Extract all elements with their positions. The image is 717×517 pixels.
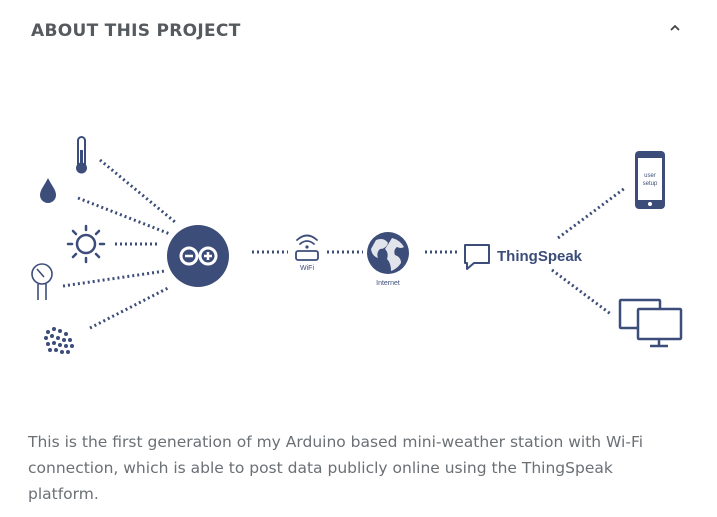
section-title: ABOUT THIS PROJECT — [31, 21, 241, 41]
phone-label-line2: setup — [643, 181, 658, 187]
pressure-gauge-icon — [31, 263, 53, 300]
thermometer-icon — [76, 136, 87, 174]
connection-dots — [62, 158, 626, 330]
arduino-icon — [167, 225, 229, 287]
collapse-button[interactable] — [665, 18, 689, 42]
chat-bubble-icon — [464, 244, 490, 270]
chevron-up-icon — [670, 25, 680, 31]
dust-particles-icon — [44, 327, 74, 354]
architecture-diagram: WiFi Internet ThingSpeak user setup — [0, 110, 717, 400]
water-drop-icon — [40, 178, 56, 203]
globe-icon: Internet — [367, 232, 409, 287]
phone-label-line1: user — [644, 173, 656, 179]
desktop-monitors-icon — [618, 298, 683, 348]
project-description: This is the first generation of my Ardui… — [28, 433, 644, 503]
wifi-label: WiFi — [300, 265, 314, 272]
internet-label: Internet — [376, 280, 400, 287]
smartphone-icon: user setup — [635, 151, 665, 209]
about-section-header[interactable]: ABOUT THIS PROJECT — [31, 18, 691, 46]
wifi-router-icon: WiFi — [295, 234, 319, 272]
thingspeak-label: ThingSpeak — [497, 248, 583, 265]
sun-icon — [66, 224, 106, 264]
